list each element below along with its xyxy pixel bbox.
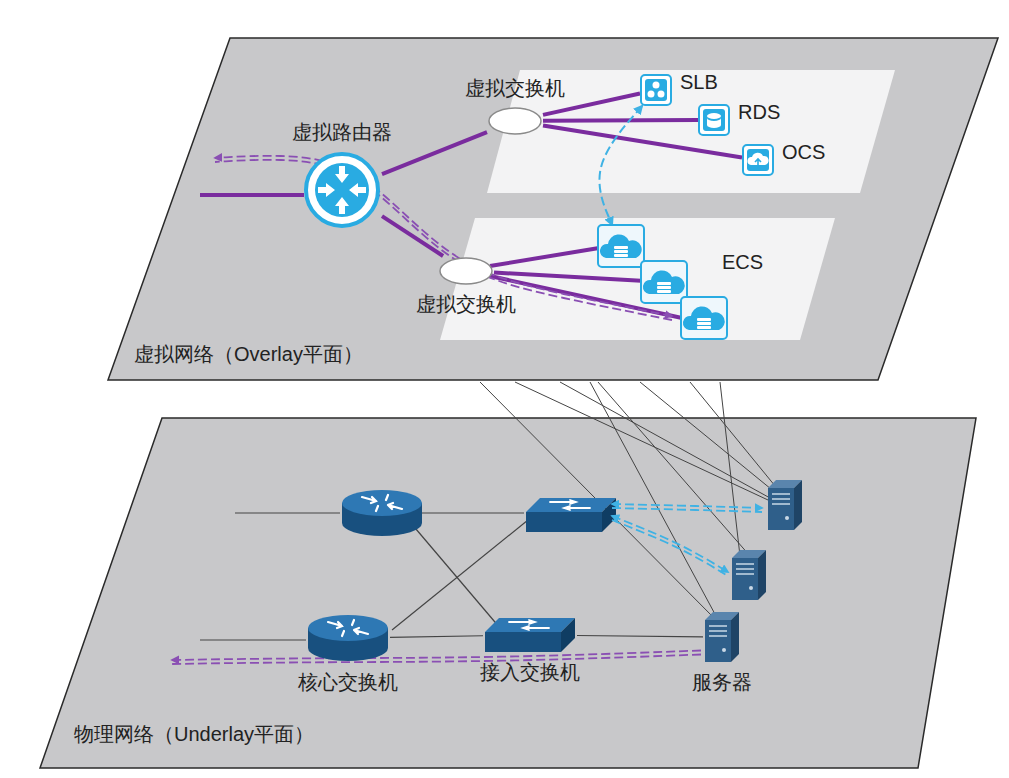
node-label: 服务器	[692, 670, 752, 694]
traffic-path	[215, 156, 672, 316]
ecs-instance-icon	[681, 297, 727, 339]
plane-mapping-line	[480, 382, 716, 620]
traffic-path	[215, 160, 672, 320]
access-switch-icon	[483, 616, 577, 654]
physical-link	[422, 512, 524, 513]
traffic-path	[172, 650, 714, 660]
ecs-instance-icon	[641, 261, 687, 303]
plane-outline	[40, 418, 978, 768]
node-label: SLB	[680, 70, 718, 94]
core-switch-icon	[306, 612, 390, 664]
rds-service-icon	[698, 104, 730, 136]
service-panel	[487, 70, 895, 193]
server-icon	[768, 480, 802, 530]
plane-mapping-line	[515, 382, 768, 500]
traffic-path	[172, 654, 714, 664]
slb-service-icon	[640, 74, 672, 106]
connector	[543, 125, 742, 157]
traffic-path	[612, 504, 762, 508]
connector	[543, 94, 640, 115]
ocs-service: OCS	[742, 140, 825, 176]
traffic-path	[612, 520, 728, 576]
node-label: OCS	[782, 140, 825, 164]
ocs-service-icon	[742, 144, 774, 176]
server-icon	[732, 550, 766, 600]
overlay-plane: 虚拟网络（Overlay平面）虚拟路由器虚拟交换机虚拟交换机SLBRDSOCSE…	[108, 38, 998, 380]
virtual-switch: 虚拟交换机	[465, 76, 565, 136]
physical-link	[410, 522, 500, 628]
server: 服务器	[692, 610, 752, 694]
ecs-panel: ECS	[440, 218, 835, 340]
connector	[382, 216, 443, 256]
physical-link	[200, 639, 306, 640]
access-switch: 接入交换机	[480, 616, 580, 684]
vswitch-link	[490, 276, 682, 318]
connector	[382, 132, 487, 174]
node-label: 虚拟交换机	[465, 76, 565, 100]
node-label: 核心交换机	[298, 670, 398, 694]
connector	[543, 118, 698, 123]
connector	[494, 273, 641, 281]
node-label: RDS	[738, 100, 780, 124]
panel-outline	[440, 218, 835, 340]
virtual-router-icon	[302, 150, 382, 230]
core-switch-icon	[342, 490, 422, 536]
connector	[599, 106, 642, 225]
label-holder: 物理网络（Underlay平面）	[74, 722, 314, 746]
server-icon	[703, 610, 741, 664]
plane-mapping-line	[640, 382, 782, 498]
virtual-router: 虚拟路由器	[292, 120, 392, 230]
uplink-line	[200, 193, 304, 197]
virtual-switch-icon	[438, 256, 494, 286]
traffic-path	[612, 508, 762, 512]
plane-mapping-line	[590, 382, 716, 616]
plane-mapping-line	[690, 382, 780, 492]
access-switch-icon	[526, 498, 616, 532]
physical-link	[235, 512, 340, 513]
connector	[390, 636, 483, 638]
ecs-instance-icon	[598, 225, 644, 267]
traffic-path	[612, 516, 728, 572]
node-label: 虚拟交换机	[416, 292, 516, 316]
node-label: 虚拟路由器	[292, 120, 392, 144]
underlay-plane: 物理网络（Underlay平面） 核心交换机 接入交换机 服务器	[40, 418, 978, 768]
rds-service: RDS	[698, 100, 780, 136]
physical-link	[392, 520, 528, 630]
plane-mapping-line	[598, 382, 750, 556]
connector	[577, 635, 703, 636]
vswitch-link	[490, 248, 599, 266]
label-holder: 虚拟网络（Overlay平面）	[134, 342, 363, 366]
plane-label: 虚拟网络（Overlay平面）	[134, 343, 363, 365]
label-holder: ECS	[722, 250, 763, 274]
plane-label: 物理网络（Underlay平面）	[74, 723, 314, 745]
group-label: ECS	[722, 251, 763, 273]
slb-service: SLB	[640, 70, 718, 106]
virtual-switch-icon	[487, 106, 543, 136]
core-switch: 核心交换机	[298, 612, 398, 694]
node-label: 接入交换机	[480, 660, 580, 684]
plane-mapping-line	[720, 382, 740, 556]
plane-mapping-line	[560, 382, 770, 498]
